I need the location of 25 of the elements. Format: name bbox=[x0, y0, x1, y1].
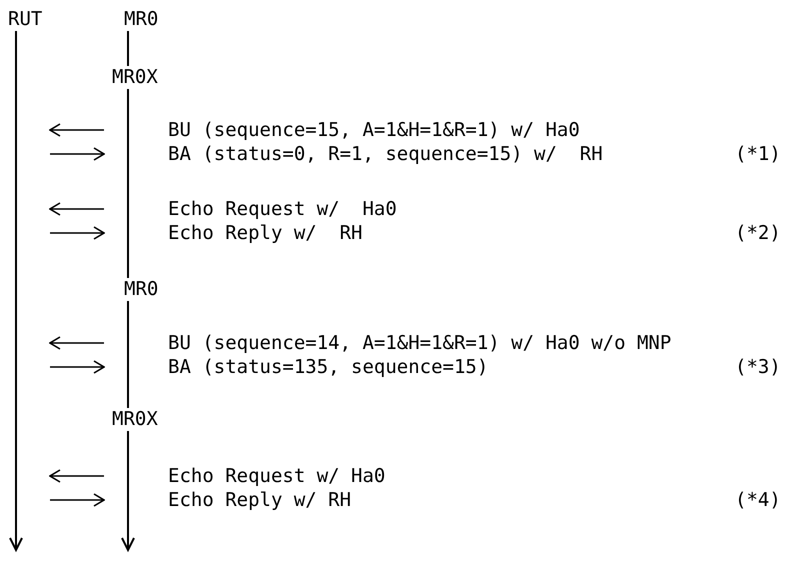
message-label: Echo Request w/ Ha0 bbox=[168, 465, 386, 487]
lifeline-label: MR0 bbox=[124, 8, 158, 30]
message-arrow bbox=[50, 147, 105, 161]
message-label: BU (sequence=14, A=1&H=1&R=1) w/ Ha0 w/o MNP bbox=[168, 332, 672, 354]
message-arrow bbox=[49, 469, 104, 483]
lifeline-label: MR0X bbox=[112, 66, 158, 88]
lifeline-label: MR0 bbox=[124, 278, 158, 300]
message-arrow bbox=[50, 226, 105, 240]
message-arrow bbox=[50, 360, 105, 374]
message-label: BA (status=135, sequence=15) bbox=[168, 356, 488, 378]
message-label: BA (status=0, R=1, sequence=15) w/ RH bbox=[168, 143, 603, 165]
message-label: BU (sequence=15, A=1&H=1&R=1) w/ Ha0 bbox=[168, 119, 580, 141]
message-label: Echo Request w/ Ha0 bbox=[168, 198, 397, 220]
note-marker: (*1) bbox=[735, 143, 781, 165]
message-label: Echo Reply w/ RH bbox=[168, 222, 362, 244]
message-arrow bbox=[49, 202, 104, 216]
lifeline-label: RUT bbox=[8, 8, 42, 30]
message-label: Echo Reply w/ RH bbox=[168, 489, 352, 511]
message-arrow bbox=[49, 336, 104, 350]
message-arrow bbox=[50, 493, 105, 507]
note-marker: (*4) bbox=[735, 489, 781, 511]
note-marker: (*2) bbox=[735, 222, 781, 244]
lifeline-label: MR0X bbox=[112, 408, 158, 430]
note-marker: (*3) bbox=[735, 356, 781, 378]
message-arrow bbox=[49, 123, 104, 137]
